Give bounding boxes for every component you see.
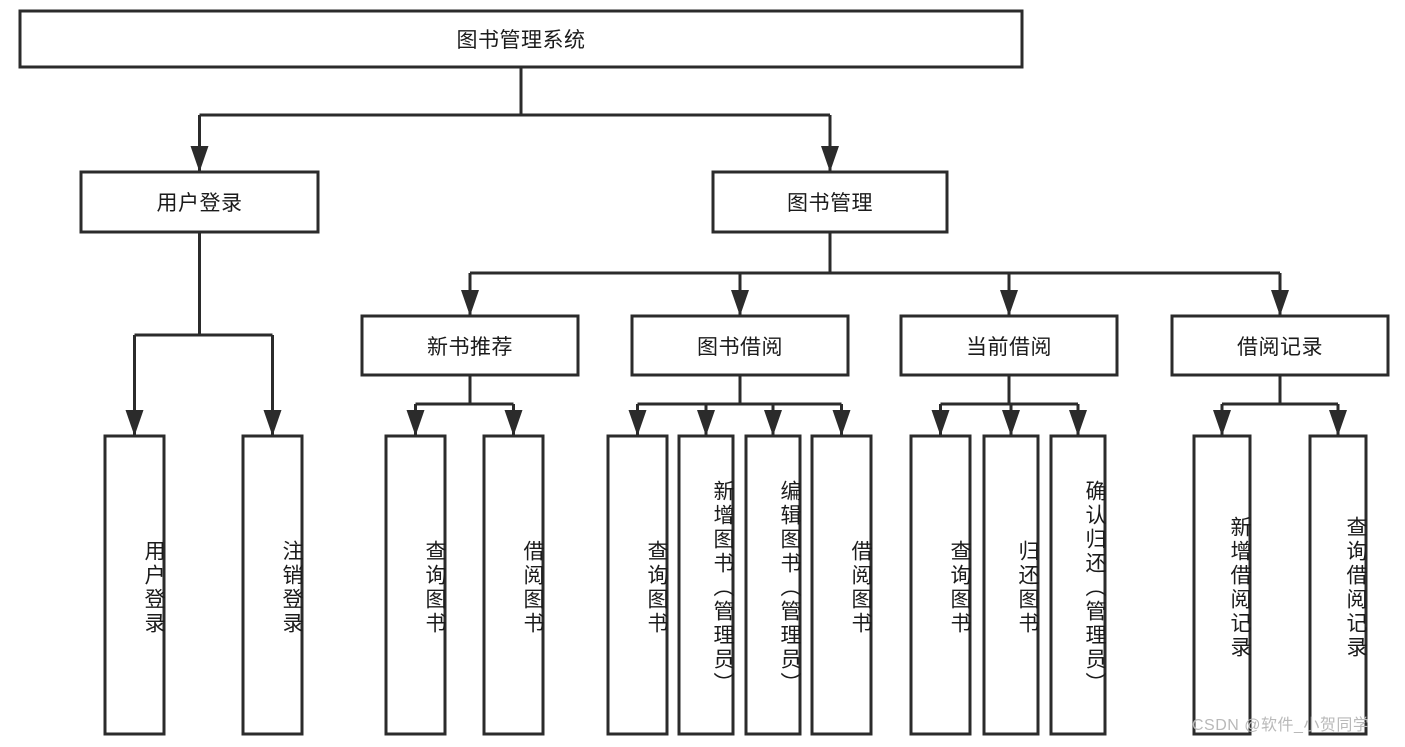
arrow-head-icon bbox=[1002, 410, 1020, 436]
arrow-head-icon bbox=[731, 290, 749, 316]
node-box-borrow-record[interactable] bbox=[1170, 314, 1390, 377]
node-box-record-add[interactable] bbox=[1192, 434, 1252, 736]
node-box-layer bbox=[18, 9, 1390, 736]
node-box-book-management[interactable] bbox=[711, 170, 949, 234]
node-box-user-login[interactable] bbox=[79, 170, 320, 234]
arrow-head-icon bbox=[628, 410, 647, 436]
node-box-user-logout-leaf[interactable] bbox=[241, 434, 304, 736]
node-box-current-borrow[interactable] bbox=[899, 314, 1119, 377]
node-box-book-borrow[interactable] bbox=[630, 314, 850, 377]
node-box-record-query[interactable] bbox=[1308, 434, 1368, 736]
arrow-head-icon bbox=[931, 410, 950, 436]
arrow-head-icon bbox=[697, 410, 715, 436]
watermark: CSDN @软件_小贺同学 bbox=[1192, 717, 1370, 734]
arrow-head-icon bbox=[1213, 410, 1231, 436]
node-box-current-confirm-return[interactable] bbox=[1049, 434, 1107, 736]
arrow-head-icon bbox=[1329, 410, 1347, 436]
node-box-new-book-recommend[interactable] bbox=[360, 314, 580, 377]
node-box-user-login-leaf[interactable] bbox=[103, 434, 166, 736]
arrow-head-icon bbox=[1271, 290, 1289, 316]
node-box-recommend-query-book[interactable] bbox=[384, 434, 447, 736]
arrow-head-icon bbox=[1069, 410, 1087, 436]
arrow-head-icon bbox=[406, 410, 425, 436]
node-box-borrow-borrow-book[interactable] bbox=[810, 434, 873, 736]
arrow-head-icon bbox=[764, 410, 782, 436]
arrow-head-icon bbox=[190, 146, 209, 172]
arrow-head-icon bbox=[461, 290, 479, 316]
node-box-borrow-edit-book[interactable] bbox=[744, 434, 802, 736]
arrow-head-icon bbox=[832, 410, 851, 436]
node-box-current-return-book[interactable] bbox=[982, 434, 1040, 736]
node-box-root[interactable] bbox=[18, 9, 1024, 69]
arrow-head-icon bbox=[504, 410, 523, 436]
node-box-current-query-book[interactable] bbox=[909, 434, 972, 736]
node-box-borrow-add-book[interactable] bbox=[677, 434, 735, 736]
arrow-head-icon bbox=[1000, 290, 1018, 316]
arrow-head-icon bbox=[263, 410, 282, 436]
arrow-head-icon bbox=[821, 146, 839, 172]
node-box-recommend-borrow-book[interactable] bbox=[482, 434, 545, 736]
connector-layer bbox=[125, 67, 1347, 436]
arrow-head-icon bbox=[125, 410, 144, 436]
node-box-borrow-query-book[interactable] bbox=[606, 434, 669, 736]
